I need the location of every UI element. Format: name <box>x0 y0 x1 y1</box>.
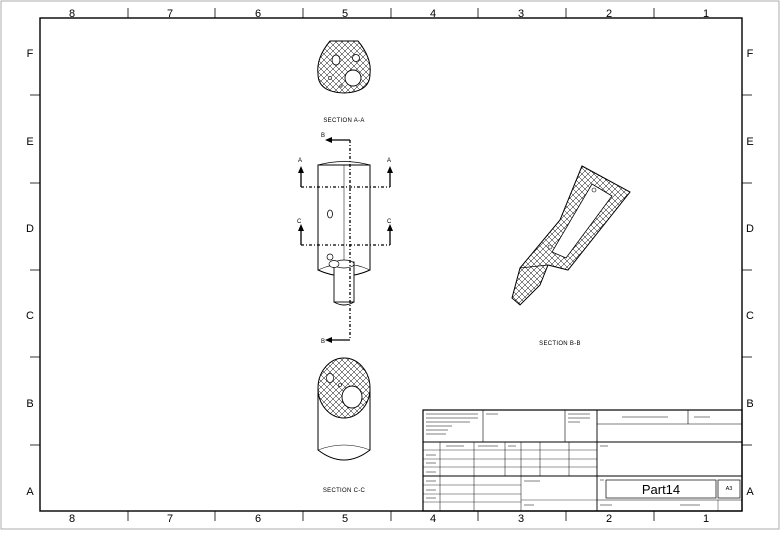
zone-col-label: 4 <box>430 513 436 525</box>
drawing-frame <box>39 17 743 512</box>
cut-label-c-left: C <box>297 219 302 225</box>
zone-col-label: 6 <box>255 8 261 20</box>
zone-row-label: E <box>746 136 753 148</box>
zone-col-label: 8 <box>69 8 75 20</box>
zone-col-label: 7 <box>167 513 173 525</box>
zone-col-label: 7 <box>167 8 173 20</box>
zone-col-label: 5 <box>342 8 348 20</box>
title-block[interactable] <box>422 409 743 512</box>
zone-row-label: C <box>26 310 34 322</box>
section-line-c[interactable] <box>298 224 393 246</box>
zone-row-label: F <box>27 48 34 60</box>
section-line-b[interactable] <box>325 137 351 343</box>
zone-row-labels-right: F E D C B A <box>746 48 754 498</box>
zone-row-label: A <box>746 486 754 498</box>
zone-ticks <box>30 8 752 521</box>
cut-label-b-top: B <box>321 133 325 139</box>
section-a-label: SECTION A-A <box>323 118 364 124</box>
front-view[interactable] <box>317 161 371 306</box>
zone-row-label: F <box>747 48 754 60</box>
zone-col-label: 3 <box>518 8 524 20</box>
section-c-label: SECTION C-C <box>323 488 366 494</box>
zone-column-labels-bottom: 8 7 6 5 4 3 2 1 <box>69 513 709 525</box>
zone-col-label: 6 <box>255 513 261 525</box>
section-c-view[interactable] <box>317 357 371 461</box>
cut-label-c-right: C <box>387 219 392 225</box>
title-block-fine-print <box>426 413 710 506</box>
cut-label-b-bottom: B <box>321 339 325 345</box>
zone-col-label: 1 <box>703 513 709 525</box>
zone-row-label: B <box>746 398 753 410</box>
cut-label-a-right: A <box>387 158 391 164</box>
zone-row-labels-left: F E D C B A <box>26 48 34 498</box>
zone-col-label: 8 <box>69 513 75 525</box>
zone-col-label: 1 <box>703 8 709 20</box>
zone-row-label: A <box>26 486 34 498</box>
cut-label-a-left: A <box>298 158 302 164</box>
zone-row-label: B <box>26 398 33 410</box>
zone-row-label: E <box>26 136 33 148</box>
part-name: Part14 <box>642 482 680 497</box>
zone-row-label: D <box>26 223 34 235</box>
section-line-a[interactable] <box>298 166 393 188</box>
zone-column-labels-top: 8 7 6 5 4 3 2 1 <box>69 8 709 20</box>
zone-col-label: 4 <box>430 8 436 20</box>
zone-col-label: 2 <box>606 8 612 20</box>
zone-row-label: D <box>746 223 754 235</box>
section-b-view[interactable] <box>511 165 631 306</box>
zone-col-label: 2 <box>606 513 612 525</box>
section-b-label: SECTION B-B <box>539 341 581 347</box>
section-a-view[interactable] <box>317 40 371 94</box>
sheet-size: A3 <box>726 486 733 492</box>
zone-col-label: 3 <box>518 513 524 525</box>
zone-row-label: C <box>746 310 754 322</box>
zone-col-label: 5 <box>342 513 348 525</box>
